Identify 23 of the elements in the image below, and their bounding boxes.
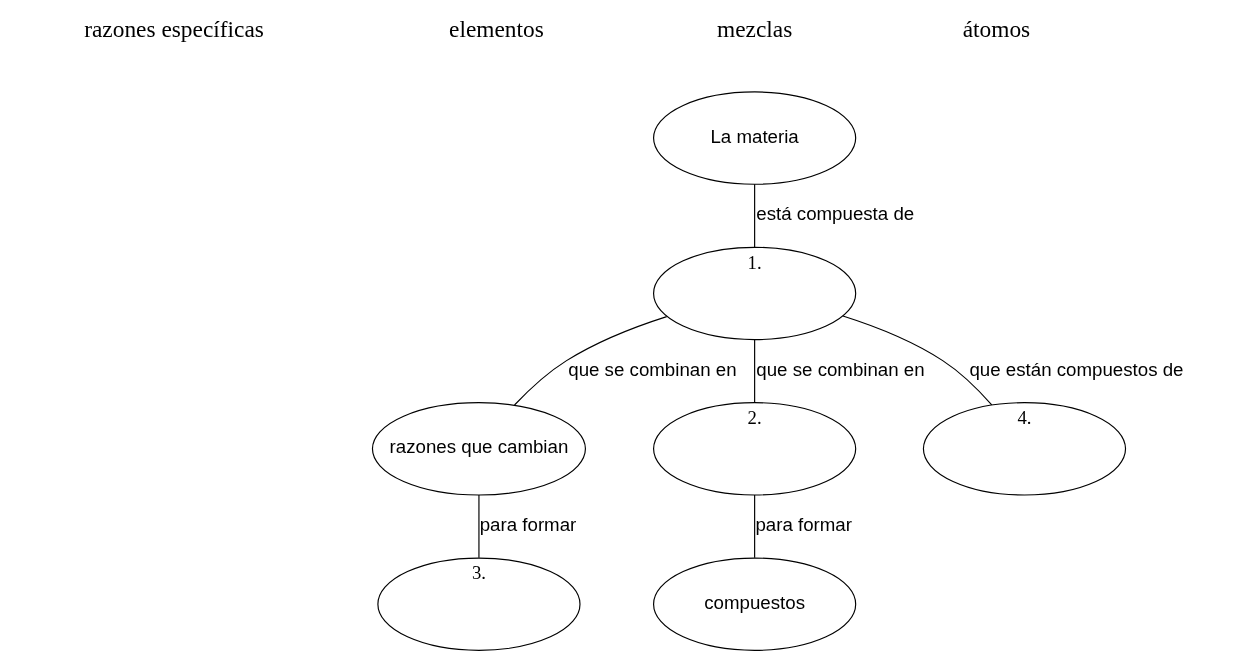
connector [477,494,480,558]
connector [753,183,755,248]
connector [841,314,992,405]
label: átomos [962,15,1030,42]
edge-label: para formar [754,513,852,535]
label: razones específicas [83,15,264,42]
edge-label: para formar [479,513,576,535]
connector [513,315,667,406]
connector [753,338,755,403]
node-ellipse: 3. [376,556,581,651]
connector [753,494,755,558]
node-ellipse: La materia [652,90,856,185]
label: elementos [448,15,544,42]
node-ellipse: 1. [652,246,856,340]
node-ellipse: razones que cambian [371,401,586,496]
node-ellipse: 4. [922,401,1126,496]
edge-label: que se combinan en [567,358,737,380]
edge-label: está compuesta de [755,202,914,224]
node-ellipse: compuestos [652,556,856,651]
label: mezclas [716,15,792,42]
node-ellipse: 2. [652,401,856,496]
edge-label: que se combinan en [755,358,925,380]
edge-label: que están compuestos de [968,358,1183,380]
